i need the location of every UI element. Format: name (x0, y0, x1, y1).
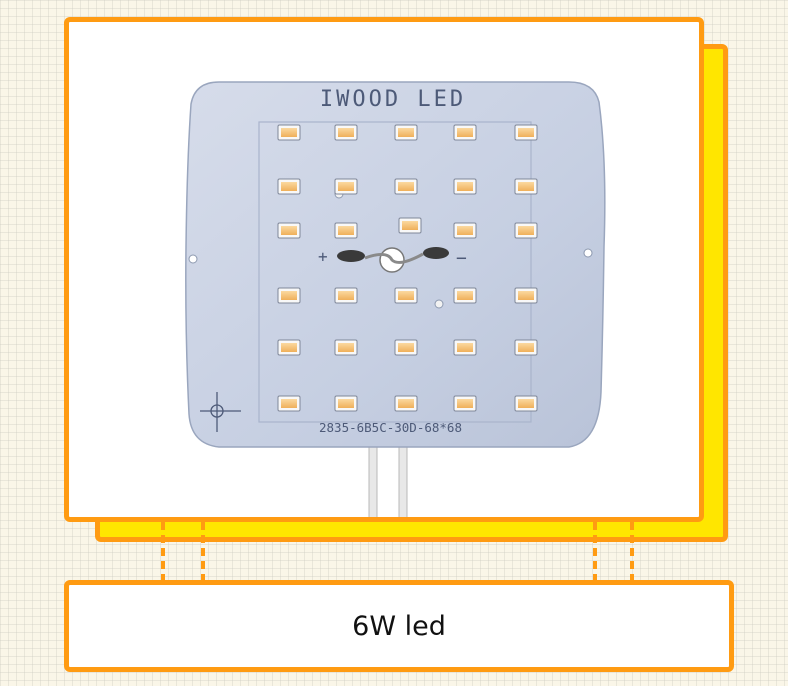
led-phosphor (398, 182, 414, 191)
led-phosphor (518, 182, 534, 191)
frame-connector-dash (201, 522, 205, 582)
frame-connector-dash (630, 522, 634, 582)
positive-terminal-mark: + (318, 247, 328, 266)
mounting-hole (188, 254, 198, 264)
led-phosphor (457, 291, 473, 300)
led-phosphor (338, 226, 354, 235)
mounting-hole (434, 299, 444, 309)
board-brand-text: IWOOD LED (320, 87, 466, 112)
led-phosphor (281, 226, 297, 235)
wire-solder-joint (337, 247, 449, 273)
led-phosphor (518, 128, 534, 137)
mounting-hole (583, 248, 593, 258)
led-phosphor (281, 128, 297, 137)
led-phosphor (281, 343, 297, 352)
led-phosphor (338, 182, 354, 191)
product-photo-frame: IWOOD LED + − 2835-6B5C-30D-68*68 (64, 17, 704, 522)
led-phosphor (457, 128, 473, 137)
led-phosphor (457, 343, 473, 352)
led-phosphor (338, 343, 354, 352)
led-phosphor (398, 128, 414, 137)
negative-terminal-mark: − (456, 248, 467, 269)
led-chip-array (277, 124, 538, 412)
led-phosphor (338, 128, 354, 137)
led-phosphor (457, 182, 473, 191)
power-cables (368, 441, 408, 517)
led-phosphor (281, 399, 297, 408)
frame-connector-dash (161, 522, 165, 582)
led-phosphor (518, 343, 534, 352)
led-phosphor (518, 399, 534, 408)
caption-box: 6W led (64, 580, 734, 672)
led-phosphor (457, 226, 473, 235)
led-phosphor (398, 291, 414, 300)
silkscreen-outline (258, 121, 532, 423)
led-phosphor (398, 399, 414, 408)
caption-text: 6W led (352, 610, 446, 642)
frame-connector-dash (593, 522, 597, 582)
led-phosphor (338, 399, 354, 408)
led-phosphor (281, 182, 297, 191)
led-phosphor (518, 291, 534, 300)
led-phosphor (398, 343, 414, 352)
board-model-text: 2835-6B5C-30D-68*68 (319, 420, 462, 435)
led-board-photo: IWOOD LED + − 2835-6B5C-30D-68*68 (185, 81, 606, 517)
led-phosphor (338, 291, 354, 300)
led-phosphor (457, 399, 473, 408)
led-phosphor (402, 221, 418, 230)
fiducial-crosshair-icon (200, 392, 241, 432)
led-phosphor (281, 291, 297, 300)
led-phosphor (518, 226, 534, 235)
